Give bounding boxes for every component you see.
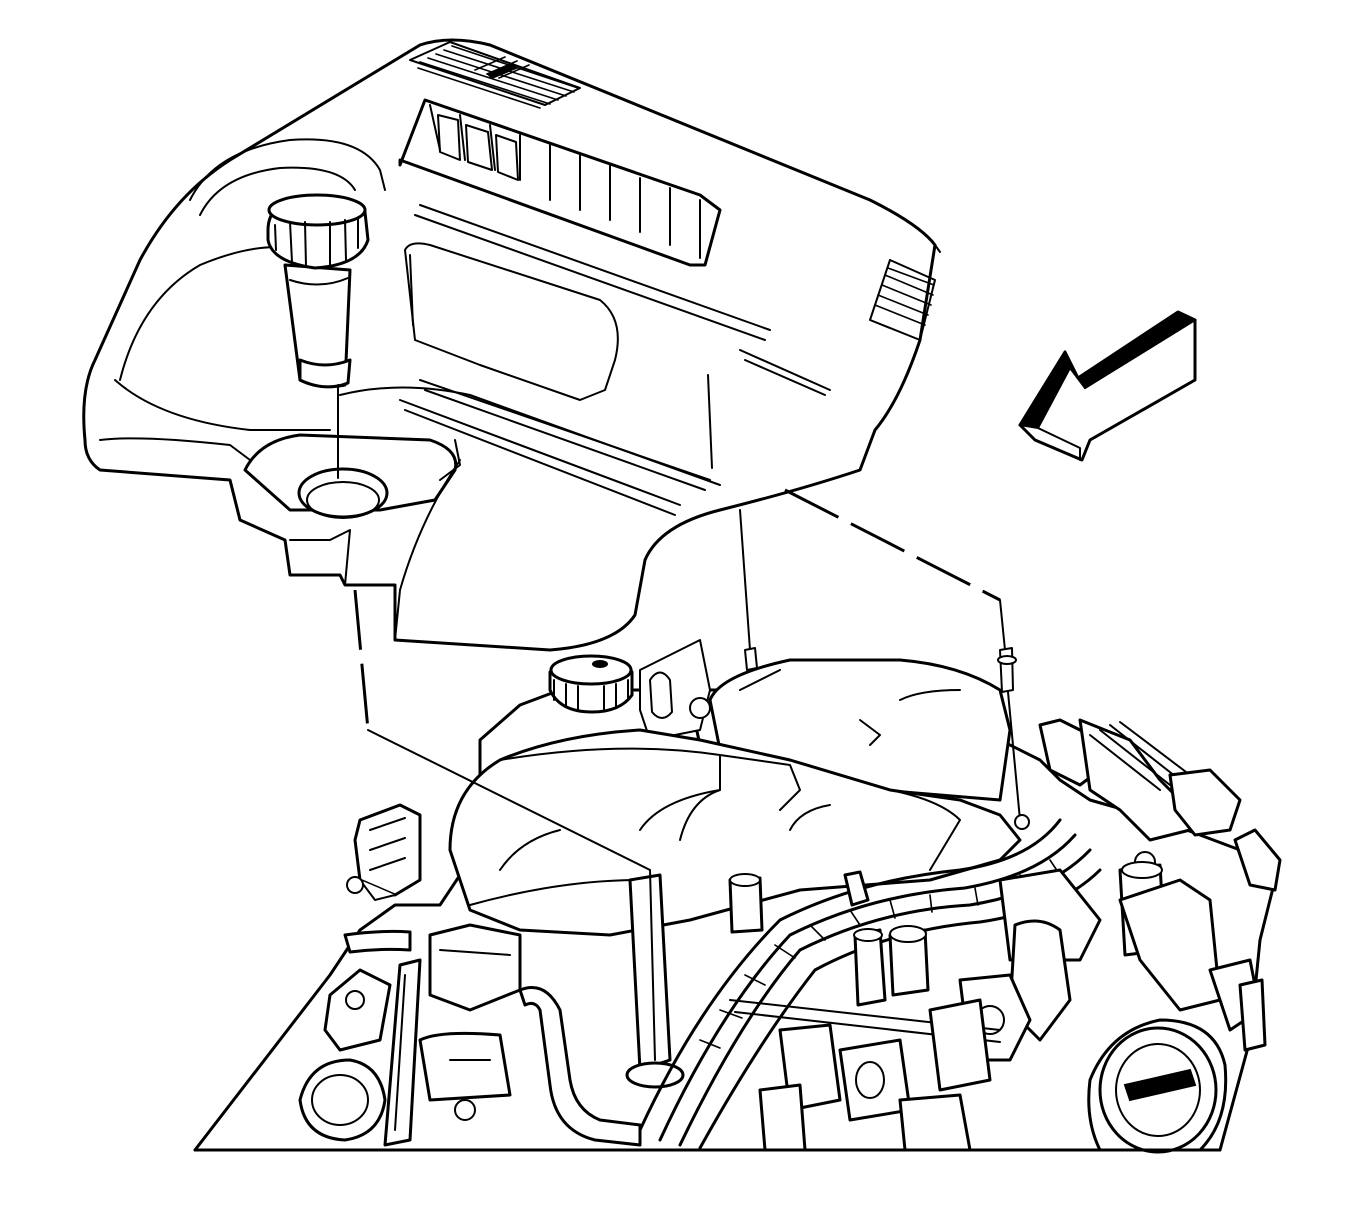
oil-fill-opening [243,433,458,519]
cover-side-grille [869,259,936,341]
engine-assembly [193,639,1282,1154]
cover-top-grille [409,41,581,109]
alignment-guides [353,254,1030,1061]
coolant-outlet [298,1058,387,1142]
cover-vent-louvers [398,98,722,267]
oil-fill-cap [266,193,370,389]
sensor-connector-left [346,803,422,901]
engine-cover [82,38,941,652]
front-direction-arrow-icon [1018,310,1198,462]
left-vertical-tube [383,958,422,1147]
throttle-body [1087,1018,1228,1154]
heater-hose [518,986,642,1147]
